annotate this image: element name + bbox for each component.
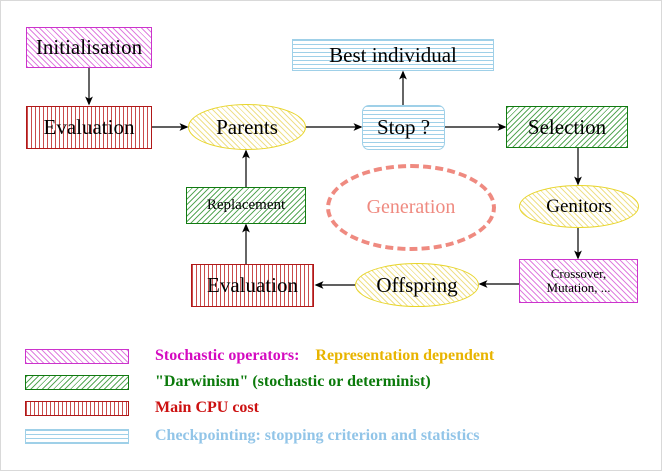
node-selection-label: Selection [527, 114, 607, 139]
node-evaluation-top-label: Evaluation [43, 115, 135, 140]
node-stop[interactable]: Stop ? [362, 105, 445, 150]
legend-swatch-green-diagonal-hatch [25, 374, 129, 390]
legend-text-secondary: Representation dependent [315, 347, 495, 364]
legend-row-darwinism: "Darwinism" (stochastic or determinist) [25, 371, 431, 393]
node-best-individual-label: Best individual [329, 42, 457, 67]
node-offspring[interactable]: Offspring [355, 263, 479, 307]
node-replacement[interactable]: Replacement [186, 187, 306, 224]
arrows-layer [1, 1, 661, 331]
node-generation-cycle: Generation [326, 164, 496, 251]
node-offspring-label: Offspring [376, 272, 458, 297]
legend-row-stochastic-operators: Stochastic operators: Representation dep… [25, 345, 494, 367]
node-crossover-mutation-label: Crossover, Mutation, ... [546, 266, 611, 295]
node-initialisation[interactable]: Initialisation [26, 27, 152, 68]
node-evaluation-bottom[interactable]: Evaluation [191, 264, 314, 307]
legend-swatch-magenta-diagonal-hatch [25, 348, 129, 364]
node-genitors[interactable]: Genitors [519, 185, 639, 228]
node-initialisation-label: Initialisation [35, 35, 143, 60]
legend-label-main-cpu-cost: Main CPU cost [155, 399, 259, 416]
node-stop-label: Stop ? [376, 115, 431, 140]
node-evaluation-bottom-label: Evaluation [207, 273, 298, 298]
legend-swatch-red-vertical-hatch [25, 400, 129, 416]
legend: Stochastic operators: Representation dep… [1, 339, 661, 459]
node-replacement-label: Replacement [206, 196, 286, 213]
legend-label-checkpointing: Checkpointing: stopping criterion and st… [155, 427, 480, 444]
legend-label-stochastic-operators: Stochastic operators: Representation dep… [155, 347, 494, 365]
node-parents-label: Parents [216, 114, 278, 139]
legend-swatch-blue-horizontal-hatch [25, 428, 129, 444]
legend-row-main-cpu-cost: Main CPU cost [25, 397, 259, 419]
node-best-individual[interactable]: Best individual [292, 39, 494, 71]
node-evaluation-top[interactable]: Evaluation [26, 106, 152, 149]
legend-text-primary: Stochastic operators: [155, 347, 300, 364]
legend-row-checkpointing: Checkpointing: stopping criterion and st… [25, 425, 479, 447]
node-crossover-mutation[interactable]: Crossover, Mutation, ... [519, 259, 638, 303]
legend-label-darwinism: "Darwinism" (stochastic or determinist) [155, 373, 431, 390]
node-genitors-label: Genitors [546, 195, 612, 217]
node-selection[interactable]: Selection [506, 106, 628, 148]
node-generation-label: Generation [366, 196, 456, 218]
node-parents[interactable]: Parents [188, 104, 306, 150]
